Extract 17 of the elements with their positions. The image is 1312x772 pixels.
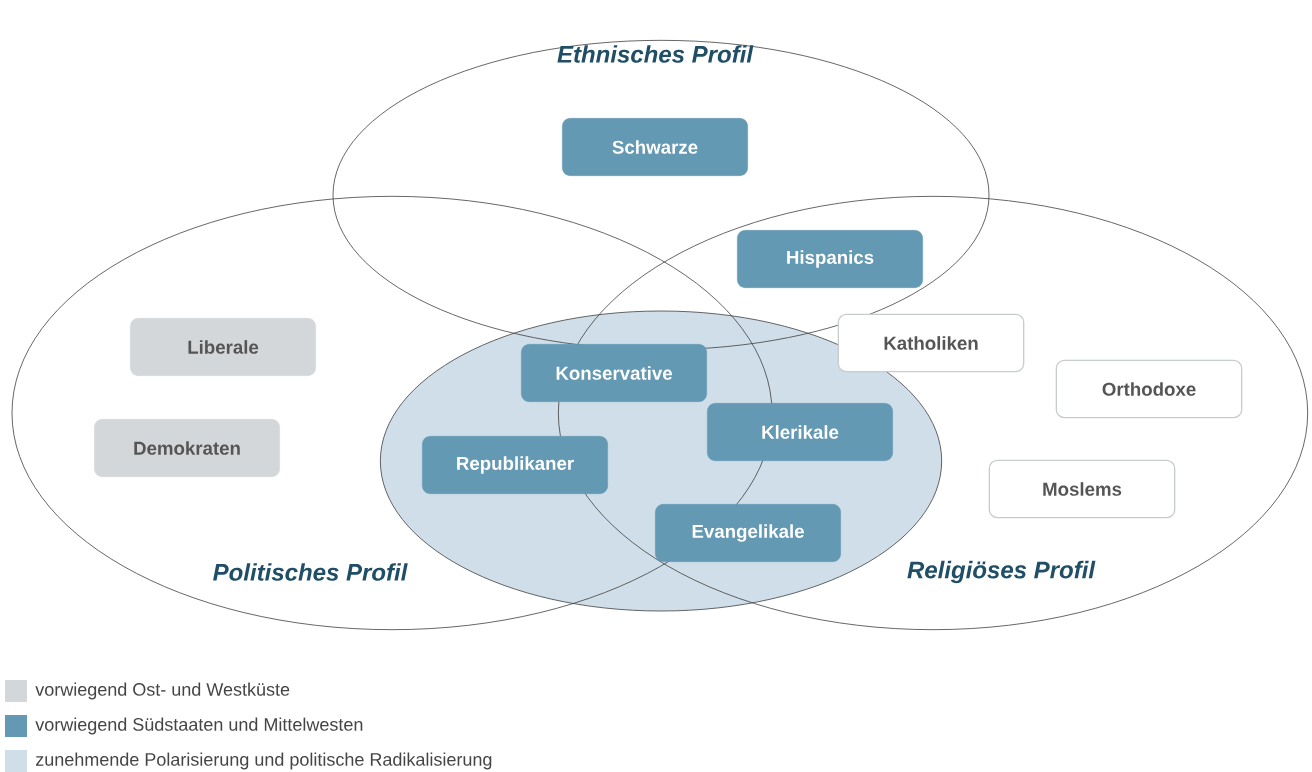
legend-label: vorwiegend Südstaaten und Mittelwesten	[35, 717, 363, 735]
label-box: Evangelikale	[655, 504, 841, 562]
label-box: Republikaner	[422, 436, 608, 494]
profile-title: Politisches Profil	[213, 563, 408, 581]
label-box: Liberale	[130, 318, 316, 376]
legend-label: zunehmende Polarisierung und politische Radikalisierung	[36, 752, 492, 770]
profile-title: Religiöses Profil	[907, 560, 1096, 584]
legend-label: vorwiegend Ost- und Westküste	[35, 682, 290, 700]
label-box: Klerikale	[707, 403, 893, 461]
label-box: Orthodoxe	[1055, 359, 1243, 419]
label-box: Konservative	[521, 344, 707, 402]
label-box: Hispanics	[737, 230, 923, 288]
profile-title: Ethnisches Profil	[557, 45, 754, 63]
label-box: Katholiken	[837, 313, 1025, 373]
label-box: Demokraten	[94, 419, 280, 477]
label-box: Schwarze	[562, 118, 748, 176]
label-box: Moslems	[988, 459, 1176, 519]
